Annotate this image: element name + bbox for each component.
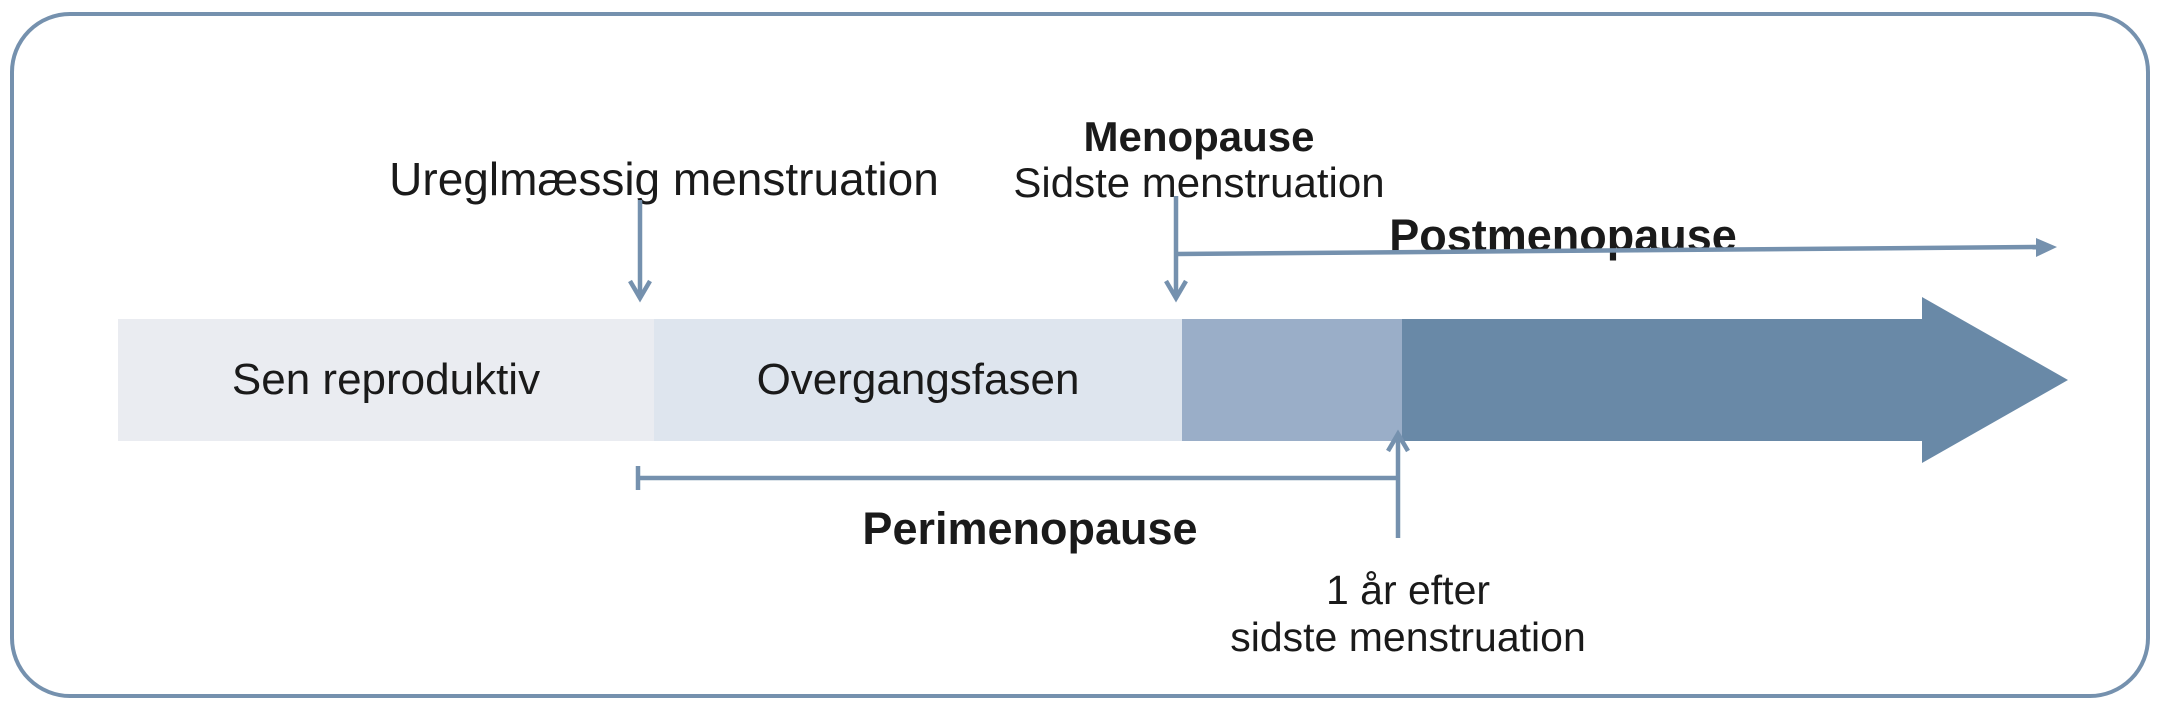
segment-label: Sen reproduktiv <box>231 355 541 404</box>
segment-overgangsfasen: Overgangsfasen <box>654 319 1182 441</box>
segment-early-postmenopause <box>1182 319 1402 441</box>
one-year-after-label-block: 1 år efter sidste menstruation <box>1230 567 1586 661</box>
segment-label: Overgangsfasen <box>756 355 1080 404</box>
timeline-arrowhead-icon <box>1922 297 2068 463</box>
menopause-subtitle: Sidste menstruation <box>1013 159 1385 206</box>
postmenopause-label: Postmenopause <box>1389 210 1737 261</box>
perimenopause-label: Perimenopause <box>862 503 1198 554</box>
one-year-after-line1: 1 år efter <box>1325 567 1491 613</box>
diagram-frame: Ureglmæssig menstruation Menopause Sidst… <box>10 12 2150 698</box>
segment-late-postmenopause <box>1402 319 1922 441</box>
one-year-after-line2: sidste menstruation <box>1230 614 1586 660</box>
segment-sen-reproduktiv: Sen reproduktiv <box>118 319 654 441</box>
menopause-label-block: Menopause Sidste menstruation <box>1013 114 1384 206</box>
timeline-bar: Sen reproduktiv Overgangsfasen <box>14 319 2146 441</box>
irregular-menstruation-label: Ureglmæssig menstruation <box>389 153 939 205</box>
menopause-title: Menopause <box>1083 113 1315 160</box>
